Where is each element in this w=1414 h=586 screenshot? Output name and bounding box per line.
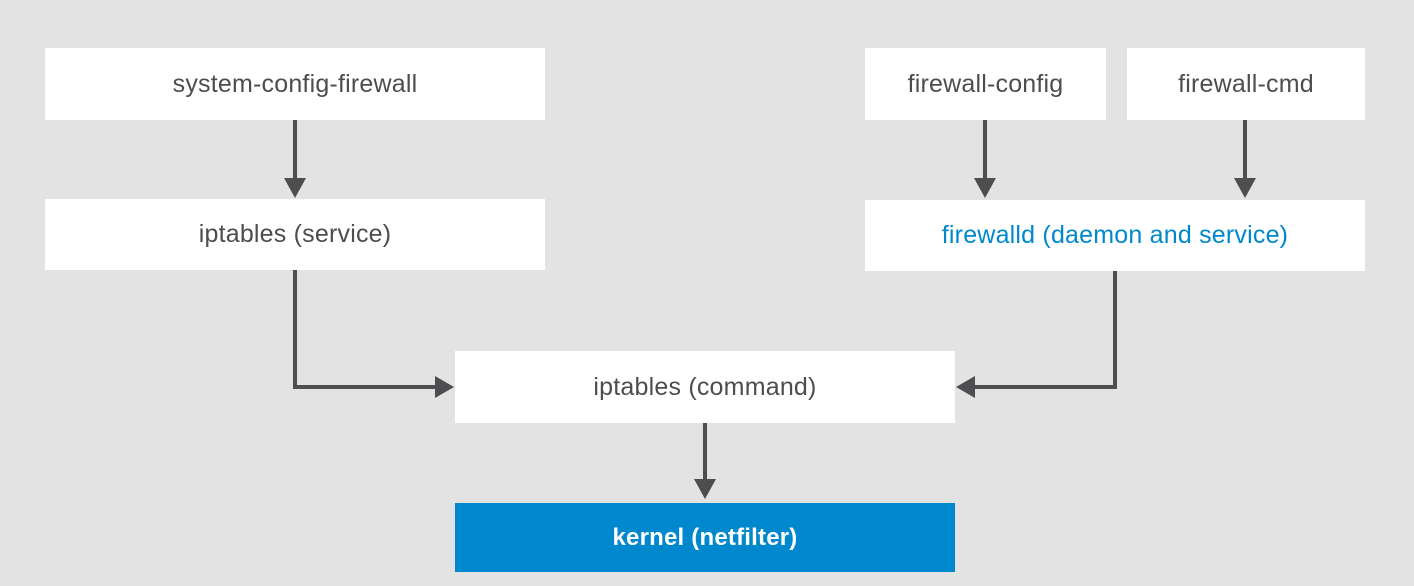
node-label: firewall-cmd <box>1178 69 1314 98</box>
arrow-system-config-firewall-to-iptables-service <box>284 119 306 198</box>
arrowhead-down-icon <box>1234 178 1256 198</box>
arrowhead-left-icon <box>956 376 975 398</box>
node-firewall-config: firewall-config <box>865 48 1106 120</box>
arrow-firewall-config-to-firewalld <box>974 119 996 198</box>
node-label: iptables (command) <box>593 372 817 401</box>
node-kernel-netfilter: kernel (netfilter) <box>455 503 955 572</box>
arrow-iptables-command-to-kernel <box>694 422 716 499</box>
node-label: iptables (service) <box>198 220 392 248</box>
node-firewalld: firewalld (daemon and service) <box>865 200 1365 271</box>
node-iptables-service: iptables (service) <box>45 199 545 270</box>
node-label: firewalld (daemon and service) <box>941 221 1289 249</box>
arrowhead-down-icon <box>694 479 716 499</box>
node-iptables-command: iptables (command) <box>455 351 955 423</box>
arrowhead-down-icon <box>284 178 306 198</box>
arrowhead-down-icon <box>974 178 996 198</box>
node-firewall-cmd: firewall-cmd <box>1127 48 1365 120</box>
arrow-firewalld-to-iptables-command <box>956 270 1117 398</box>
arrowhead-right-icon <box>435 376 454 398</box>
arrow-shaft <box>293 270 435 389</box>
node-label: firewall-config <box>907 69 1064 98</box>
arrow-shaft <box>975 270 1117 389</box>
arrow-iptables-service-to-iptables-command <box>293 270 454 398</box>
node-label: kernel (netfilter) <box>612 523 798 551</box>
node-system-config-firewall: system-config-firewall <box>45 48 545 120</box>
node-label: system-config-firewall <box>172 69 418 98</box>
arrow-firewall-cmd-to-firewalld <box>1234 119 1256 198</box>
